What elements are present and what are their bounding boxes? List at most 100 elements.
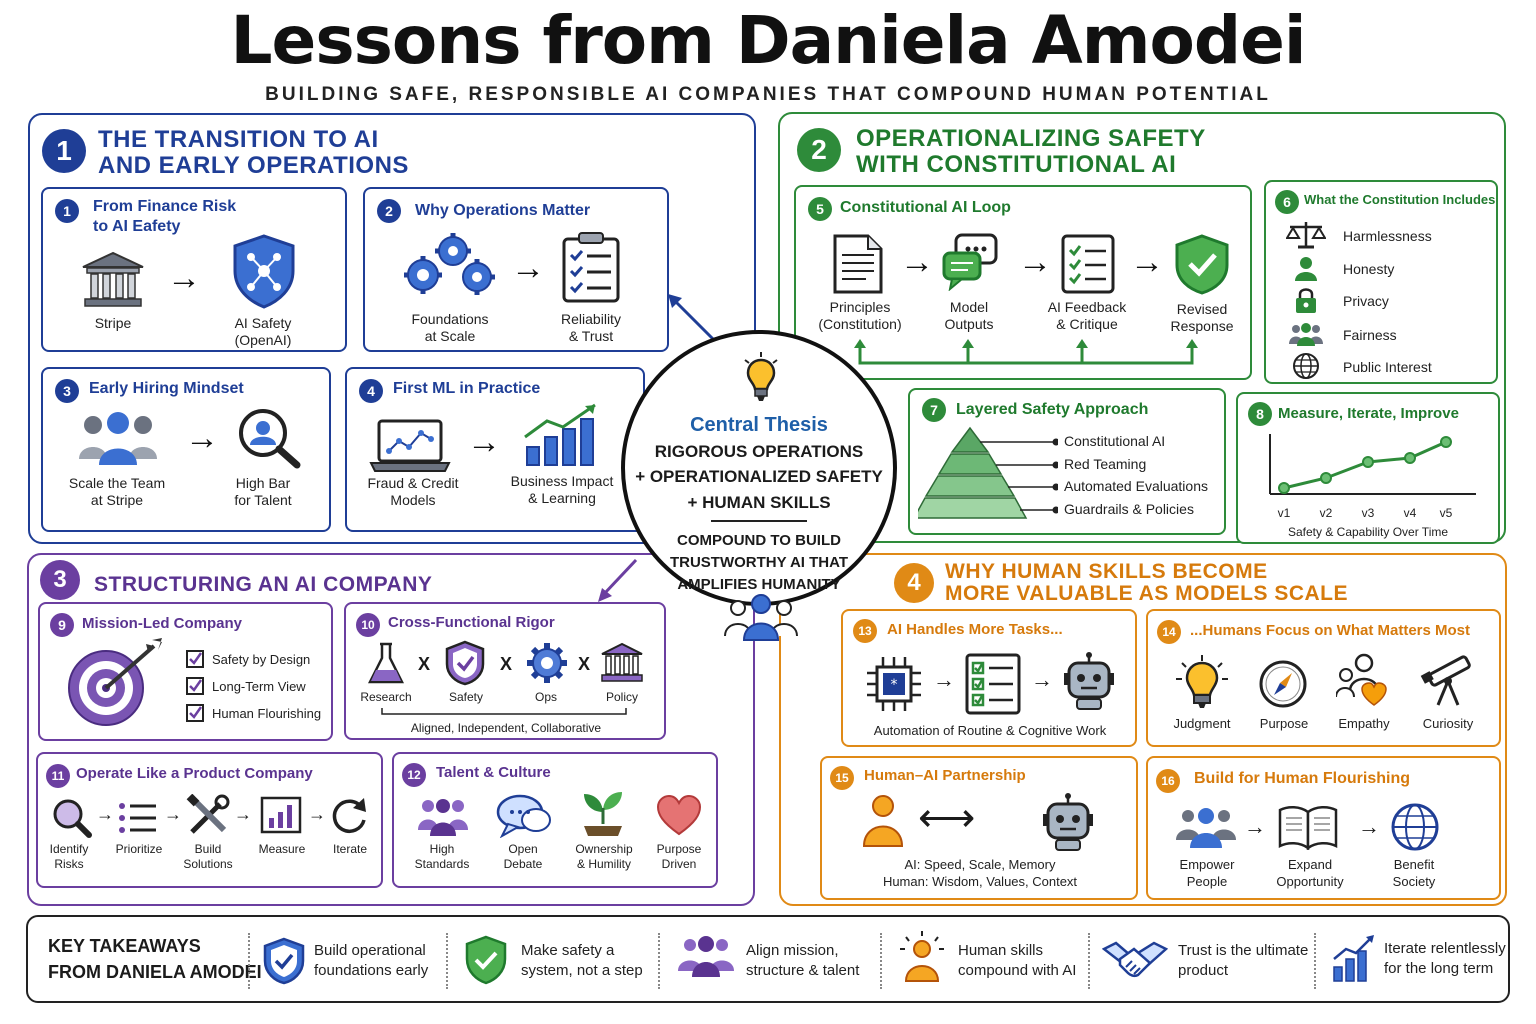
flask-icon (368, 642, 404, 684)
partnership-caption: AI: Speed, Scale, Memory Human: Wisdom, … (832, 856, 1128, 890)
arrow-icon: → (1130, 243, 1164, 281)
takeaway-text: Iterate relentlessly for the long term (1384, 939, 1506, 979)
refresh-icon (332, 798, 366, 833)
label-line: Identify (49, 842, 89, 856)
label-line: Human skills (958, 942, 1044, 959)
label-line: Open (508, 842, 538, 856)
arrow-icon: → (900, 243, 934, 281)
label-line: & Critique (1056, 316, 1118, 332)
card-number: 2 (377, 199, 401, 223)
label-line: Iterate relentlessly (1384, 940, 1506, 957)
task-list-icon (965, 653, 1021, 715)
constitution-item: Public Interest (1343, 359, 1432, 375)
checkbox-icon (186, 677, 204, 695)
constitution-item: Fairness (1343, 327, 1397, 343)
robot-icon (1043, 793, 1093, 851)
page-subtitle: BUILDING SAFE, RESPONSIBLE AI COMPANIES … (265, 84, 1271, 105)
card-right-label: AI Safety (OpenAI) (213, 315, 313, 349)
person-spark-icon (900, 931, 944, 982)
constitution-item: Harmlessness (1343, 228, 1432, 244)
constitution-item: Honesty (1343, 261, 1395, 277)
card-title: Build for Human Flourishing (1194, 770, 1410, 787)
culture-label: Open Debate (488, 842, 558, 872)
group-icon (1289, 323, 1323, 346)
arrow-icon: → (1244, 814, 1266, 839)
card-title: Operate Like a Product Company (76, 765, 313, 782)
section-title-line: WHY HUMAN SKILLS BECOME (945, 560, 1268, 583)
section-title-line: WITH CONSTITUTIONAL AI (856, 151, 1177, 178)
growth-chart-icon (1333, 935, 1374, 982)
loop-step-label: Revised Response (1152, 301, 1252, 335)
shield-check-icon (445, 640, 485, 686)
label-line: for the long term (1384, 960, 1494, 977)
loop-step-label: Principles (Constitution) (802, 299, 918, 333)
label-line: Principles (829, 299, 891, 315)
svg-text:*: * (891, 677, 898, 693)
function-label: Research (360, 690, 412, 704)
label-line: Models (390, 492, 436, 508)
card-number: 11 (46, 764, 70, 788)
robot-icon (1064, 652, 1114, 710)
card-mission-led: 9 Mission-Led Company Safety by Design L… (38, 602, 333, 741)
list-icon (119, 803, 156, 833)
speech-bubbles-icon (496, 794, 551, 838)
person-icon (1295, 257, 1317, 281)
people-icon (1176, 808, 1236, 848)
chat-bubbles-icon (942, 233, 998, 291)
label-line: foundations early (314, 962, 429, 979)
card-left-label: Foundations at Scale (385, 311, 515, 345)
card-number: 7 (922, 398, 946, 422)
section-number: 1 (42, 129, 86, 173)
team-icon (418, 799, 468, 836)
sprout-icon (584, 792, 622, 836)
label-line: Align mission, (746, 942, 839, 959)
process-step-label: Measure (258, 842, 306, 856)
connector-arrow-blue (668, 294, 718, 344)
flourishing-label: Empower People (1164, 856, 1250, 890)
card-title: Talent & Culture (436, 764, 551, 781)
globe-icon (1391, 803, 1439, 851)
label-line: Build (194, 842, 222, 856)
card-number: 15 (830, 766, 854, 790)
card-human-ai-partnership: 15 Human–AI Partnership ⟷ AI: Speed, Sca… (820, 756, 1138, 900)
label-line: Trust is the ultimate (1178, 942, 1309, 959)
card-number: 4 (359, 379, 383, 403)
card-number: 14 (1157, 620, 1181, 644)
flourishing-label: Benefit Society (1374, 856, 1454, 890)
checklist-icon (1061, 234, 1115, 294)
label-line: AI: Speed, Scale, Memory (904, 857, 1056, 872)
bank-icon (82, 251, 144, 307)
card-left-label: Stripe (94, 315, 132, 331)
loop-step-label: AI Feedback & Critique (1032, 299, 1142, 333)
arrow-icon: → (467, 423, 501, 461)
page-title: Lessons from Daniela Amodei (230, 2, 1307, 79)
label-line: Solutions (183, 857, 233, 871)
label-line: Business Impact (510, 473, 614, 489)
arrow-icon: → (933, 667, 955, 692)
section-human-skills: 4 WHY HUMAN SKILLS BECOME MORE VALUABLE … (779, 553, 1507, 906)
label-line: Human: Wisdom, Values, Context (882, 874, 1078, 889)
label-line: & Trust (568, 328, 614, 344)
x-tick-label: v1 (1277, 506, 1291, 520)
thesis-line: AMPLIFIES HUMANITY (677, 576, 841, 593)
card-title: Human–AI Partnership (864, 767, 1026, 784)
label-line: (Constitution) (818, 316, 902, 332)
label-line: Response (1170, 318, 1234, 334)
laptop-chart-icon (369, 419, 451, 472)
function-label: Safety (448, 690, 484, 704)
team-icon (678, 936, 734, 977)
card-product-company: 11 Operate Like a Product Company → → → … (36, 752, 383, 888)
tools-icon (186, 794, 230, 834)
safety-layer: Automated Evaluations (1064, 478, 1208, 494)
person-icon (862, 795, 904, 847)
label-line: Model (949, 299, 989, 315)
card-title: From Finance Risk to AI Eafety (93, 197, 236, 237)
label-line: Opportunity (1276, 874, 1344, 889)
card-finance-to-ai: 1 From Finance Risk to AI Eafety → Strip… (41, 187, 347, 352)
divider (1088, 933, 1090, 989)
card-title: AI Handles More Tasks... (887, 621, 1063, 638)
divider (248, 933, 250, 989)
human-skill-label: Curiosity (1422, 716, 1474, 731)
card-human-flourishing: 16 Build for Human Flourishing → → Empow… (1146, 756, 1501, 900)
card-title-line: From Finance Risk (93, 198, 237, 215)
